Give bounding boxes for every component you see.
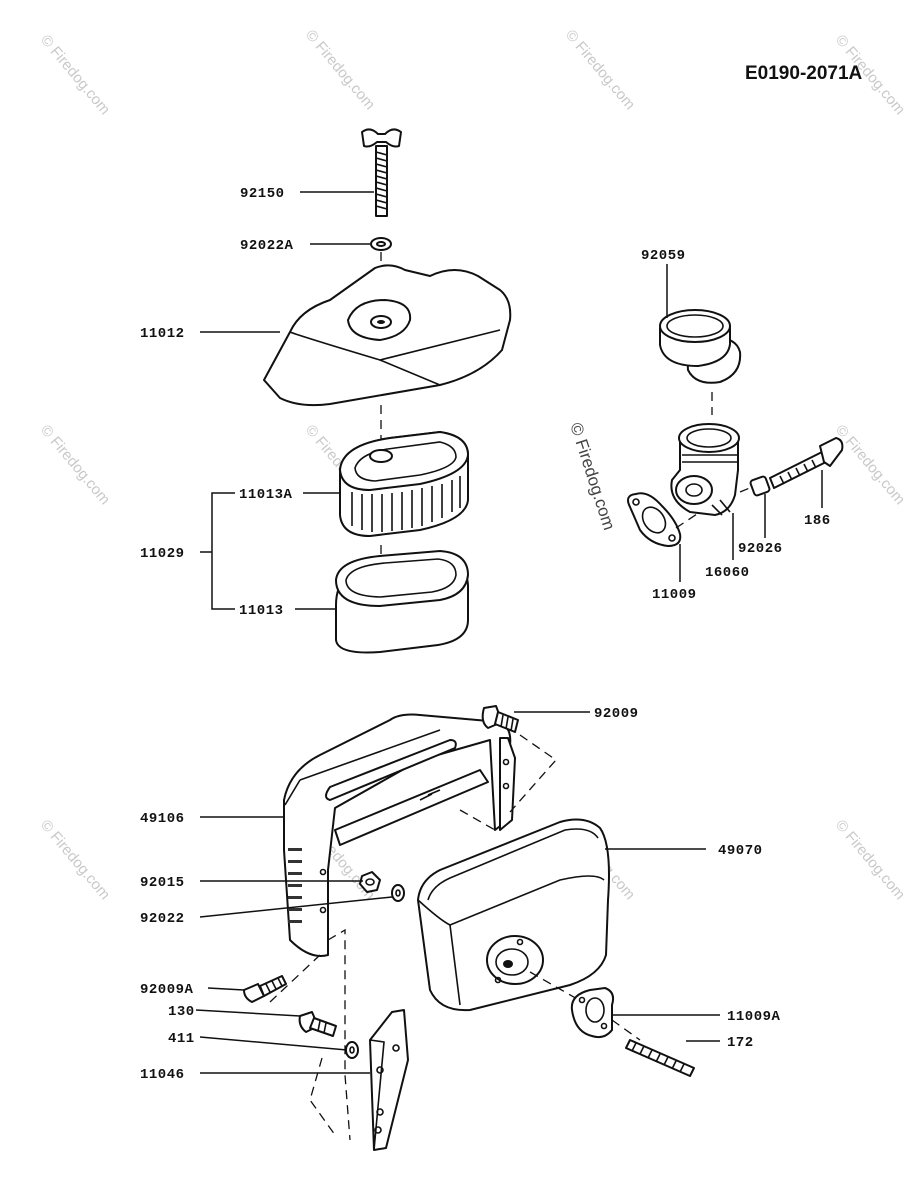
watermark: © Firedog.com: [37, 32, 113, 118]
label-11009a: 11009A: [727, 1009, 781, 1025]
elbow-body-drawing: [670, 423, 740, 516]
wing-bolt-drawing: [361, 128, 402, 217]
gasket-drawing: [627, 492, 682, 547]
seal-ring-drawing: [659, 309, 742, 384]
collar-drawing: [749, 475, 771, 497]
watermark: © Firedog.com: [302, 27, 378, 113]
stud-172-drawing: [625, 1039, 695, 1077]
label-16060: 16060: [705, 565, 750, 581]
label-92026: 92026: [738, 541, 783, 557]
air-cleaner-assembly: [263, 128, 512, 654]
nut-92015-drawing: [359, 871, 381, 893]
muffler-assembly: [243, 705, 695, 1151]
label-11029: 11029: [140, 546, 185, 562]
label-11009: 11009: [652, 587, 697, 603]
diagram-id: E0190-2071A: [745, 63, 863, 84]
label-92022a: 92022A: [240, 238, 294, 254]
watermark: © Firedog.com: [562, 27, 638, 113]
watermarks: © Firedog.com © Firedog.com © Firedog.co…: [37, 27, 908, 903]
label-92059: 92059: [641, 248, 686, 264]
label-92015: 92015: [140, 875, 185, 891]
washer-92022-drawing: [391, 884, 405, 902]
gasket-11009a-drawing: [570, 987, 615, 1039]
air-cleaner-cover-drawing: [263, 264, 512, 407]
washer-411-drawing: [345, 1041, 359, 1059]
label-11013: 11013: [239, 603, 284, 619]
label-172: 172: [727, 1035, 754, 1051]
leaders-bottom: [195, 711, 720, 1074]
leaders-top-left: [200, 191, 374, 610]
watermark: © Firedog.com: [832, 817, 908, 903]
watermark: © Firedog.com: [832, 422, 908, 508]
label-92022: 92022: [140, 911, 185, 927]
watermark: © Firedog.com: [37, 817, 113, 903]
air-filter-element-drawing: [339, 431, 469, 537]
label-49070: 49070: [718, 843, 763, 859]
bolt-92009a-drawing: [243, 975, 287, 1003]
label-92150: 92150: [240, 186, 285, 202]
label-411: 411: [168, 1031, 195, 1047]
part-labels: 92150 92022A 11012 11013A 11029 11013 92…: [140, 186, 831, 1083]
label-11012: 11012: [140, 326, 185, 342]
label-11046: 11046: [140, 1067, 185, 1083]
elbow-assembly: [627, 309, 844, 547]
center-watermark: © Firedog.com: [566, 420, 619, 532]
label-11013a: 11013A: [239, 487, 293, 503]
watermark: © Firedog.com: [37, 422, 113, 508]
bolt-92009-drawing: [481, 705, 519, 733]
label-92009: 92009: [594, 706, 639, 722]
label-130: 130: [168, 1004, 195, 1020]
bolt-186-drawing: [769, 437, 844, 489]
label-92009a: 92009A: [140, 982, 194, 998]
leaders-top-right: [666, 264, 823, 582]
muffler-cover-drawing: [283, 713, 516, 957]
label-186: 186: [804, 513, 831, 529]
bolt-130-drawing: [298, 1011, 337, 1037]
bracket-drawing: [369, 1009, 409, 1151]
label-49106: 49106: [140, 811, 185, 827]
muffler-body-drawing: [417, 818, 610, 1012]
pre-cleaner-drawing: [335, 550, 469, 654]
